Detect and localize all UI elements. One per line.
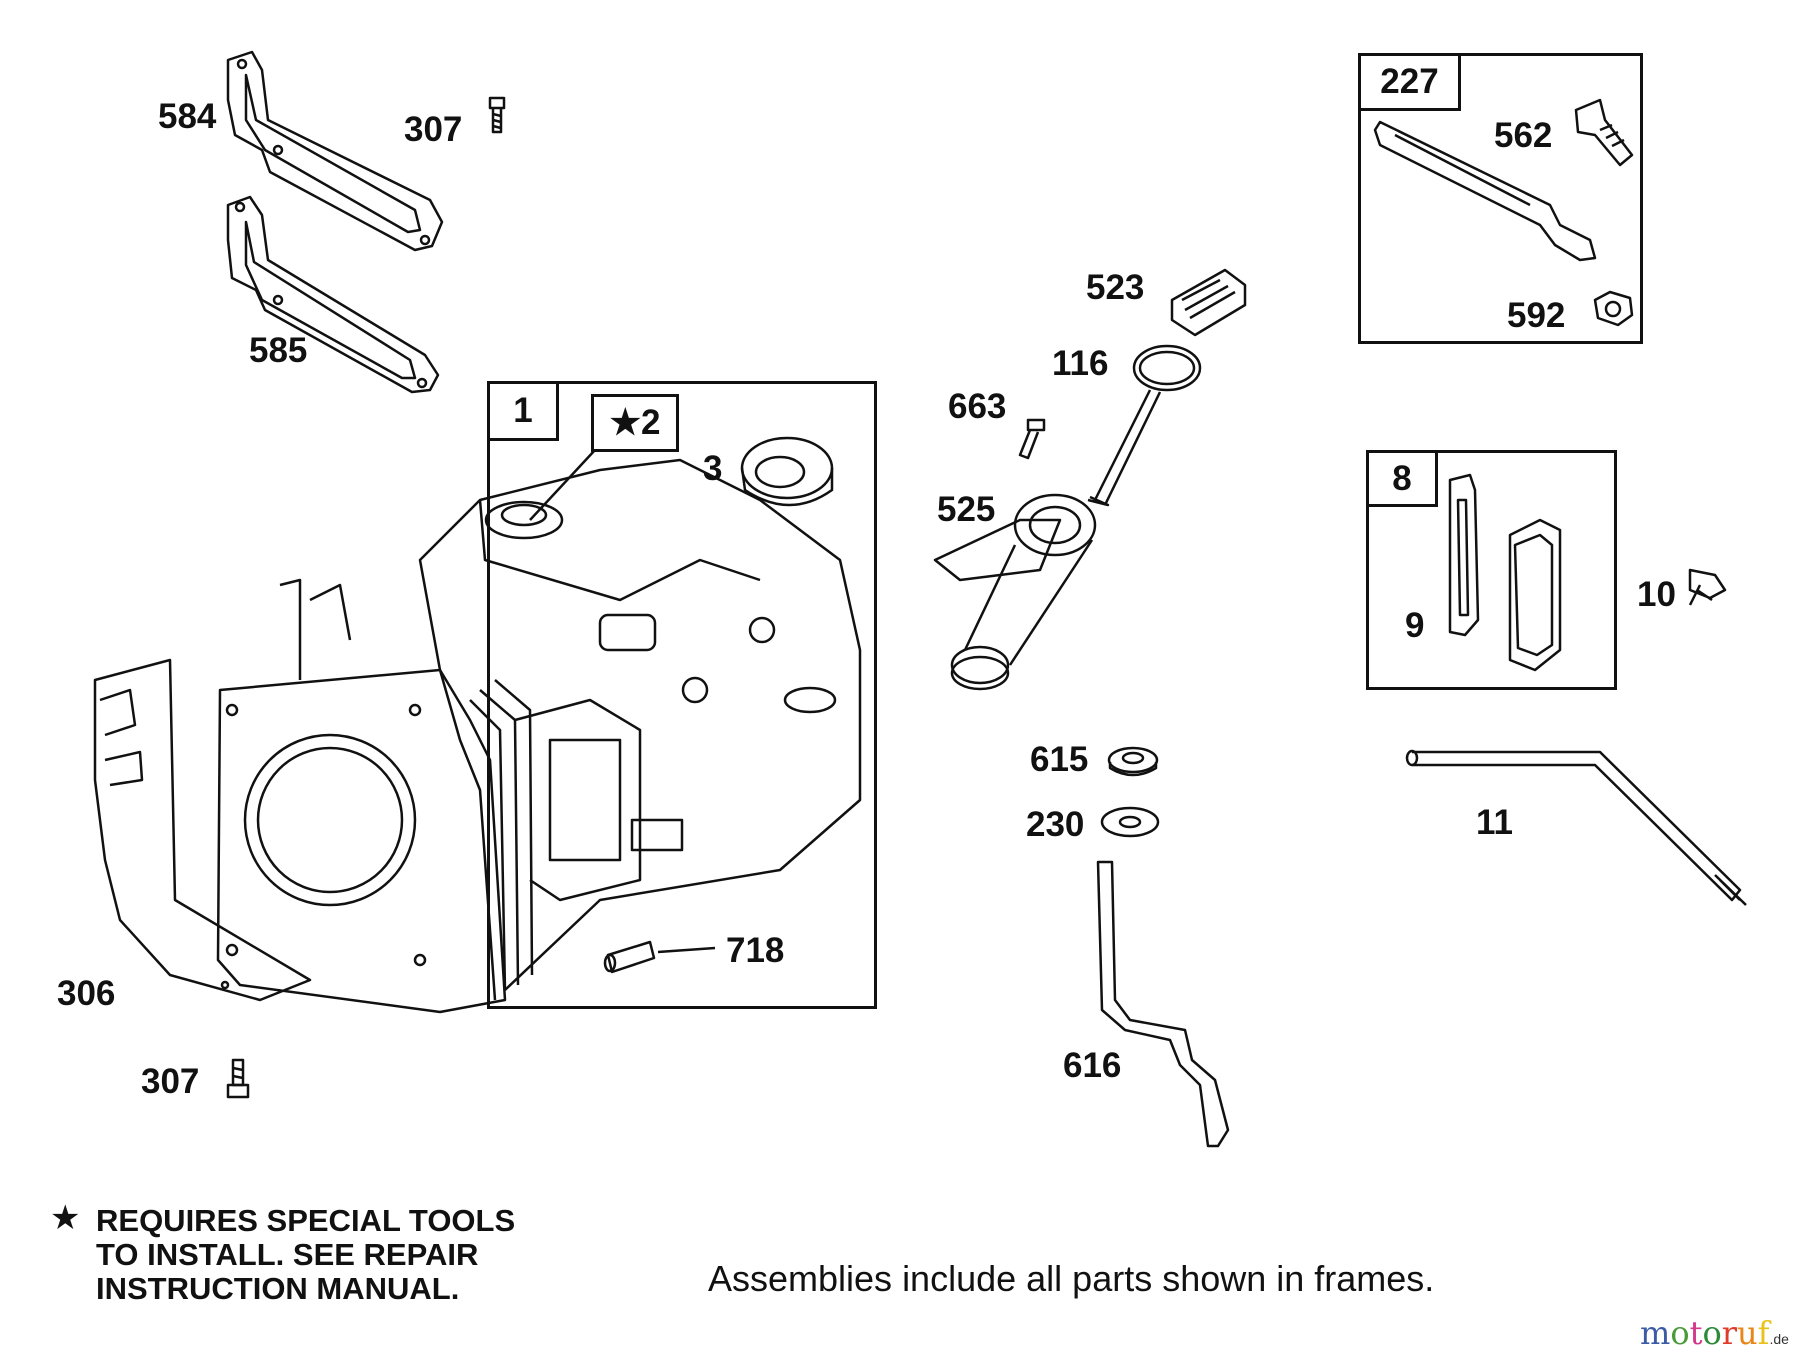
callout-562: 562	[1494, 116, 1553, 155]
callout-227: 227	[1358, 53, 1461, 111]
callout-3: 3	[703, 449, 723, 488]
callout-11: 11	[1476, 803, 1513, 842]
callout-616: 616	[1063, 1046, 1122, 1085]
callout-9: 9	[1405, 606, 1425, 645]
callout-10: 10	[1637, 575, 1676, 614]
dowel-718-drawing	[603, 940, 716, 974]
callout-1: 1	[487, 381, 559, 441]
bolt-10-drawing	[1688, 568, 1727, 606]
dipstick-616-drawing	[1096, 860, 1230, 1148]
frame-assembly-1	[487, 381, 877, 1009]
washer-615-drawing	[1107, 746, 1159, 777]
washer-230-drawing	[1100, 806, 1160, 838]
seal-3-drawing	[740, 436, 834, 507]
screw-663-drawing	[1018, 418, 1046, 460]
engine-block-drawing	[216, 458, 862, 1014]
oil-fill-drawing	[933, 268, 1247, 691]
frame-assembly-227	[1358, 53, 1643, 344]
callout-307-top: 307	[404, 110, 463, 149]
note-line: INSTRUCTION MANUAL.	[96, 1271, 460, 1306]
frame-assembly-8	[1366, 450, 1617, 690]
tube-11-drawing	[1405, 749, 1747, 906]
watermark-logo: motoruf.de	[1640, 1314, 1789, 1352]
callout-615: 615	[1030, 740, 1089, 779]
callout-663: 663	[948, 387, 1007, 426]
assemblies-note: Assemblies include all parts shown in fr…	[708, 1258, 1435, 1299]
gasket-584-drawing	[226, 50, 444, 252]
bolt-307b-drawing	[226, 1058, 250, 1099]
bracket-227-drawing	[1373, 98, 1634, 327]
callout-230: 230	[1026, 805, 1085, 844]
callout-307-bottom: 307	[141, 1062, 200, 1101]
callout-523: 523	[1086, 268, 1145, 307]
star-icon: ★	[50, 1199, 81, 1237]
callout-525: 525	[937, 490, 996, 529]
gasket-585-drawing	[226, 195, 440, 394]
callout-584: 584	[158, 97, 217, 136]
callout-116: 116	[1052, 344, 1109, 383]
callout-8: 8	[1366, 450, 1438, 507]
shield-306-drawing	[93, 658, 312, 1002]
bolt-307-drawing	[488, 96, 506, 134]
cover-8-drawing	[1448, 473, 1562, 672]
callout-718: 718	[726, 931, 785, 970]
note-line: TO INSTALL. SEE REPAIR	[96, 1237, 479, 1272]
callout-585: 585	[249, 331, 308, 370]
special-tools-note: REQUIRES SPECIAL TOOLS TO INSTALL. SEE R…	[96, 1204, 515, 1306]
callout-592: 592	[1507, 296, 1566, 335]
leader-line	[529, 449, 596, 521]
callout-306: 306	[57, 974, 116, 1013]
note-line: REQUIRES SPECIAL TOOLS	[96, 1203, 516, 1238]
callout-2: ★2	[591, 394, 679, 452]
